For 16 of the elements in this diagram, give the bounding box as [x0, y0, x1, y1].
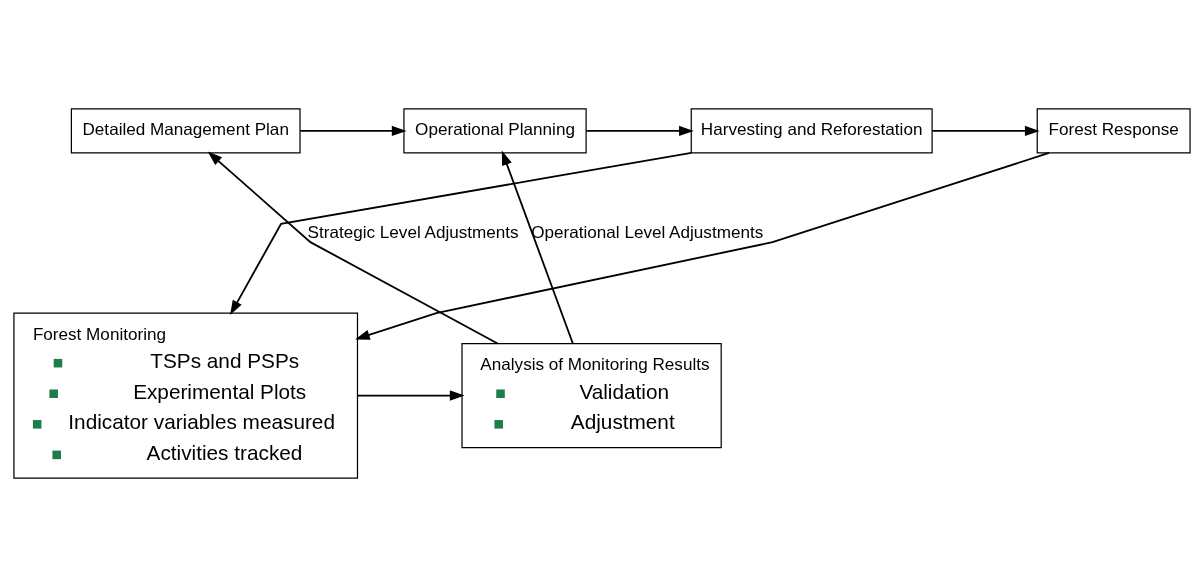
- arrow: [501, 150, 574, 344]
- arrow: [230, 151, 693, 315]
- node-box: Analysis of Monitoring Results Validation Adjustment: [461, 342, 722, 448]
- node-box: Detailed Management Plan: [70, 107, 301, 153]
- arrow: [355, 151, 1050, 340]
- node-box: Operational Planning: [403, 107, 587, 153]
- edge-label: Operational Level Adjustments: [531, 222, 764, 242]
- arrow: [585, 125, 694, 136]
- arrow: [299, 125, 407, 136]
- arrow: [931, 125, 1040, 136]
- node-box: Forest Monitoring TSPs and PSPs Experimental Plots Indicator variables measured Activities tracked: [13, 311, 359, 479]
- node-box: Harvesting and Reforestation: [690, 107, 933, 153]
- edge-label: Strategic Level Adjustments: [307, 222, 519, 242]
- arrow: [207, 151, 499, 344]
- arrow: [356, 389, 465, 401]
- node-box: Forest Response: [1036, 107, 1191, 153]
